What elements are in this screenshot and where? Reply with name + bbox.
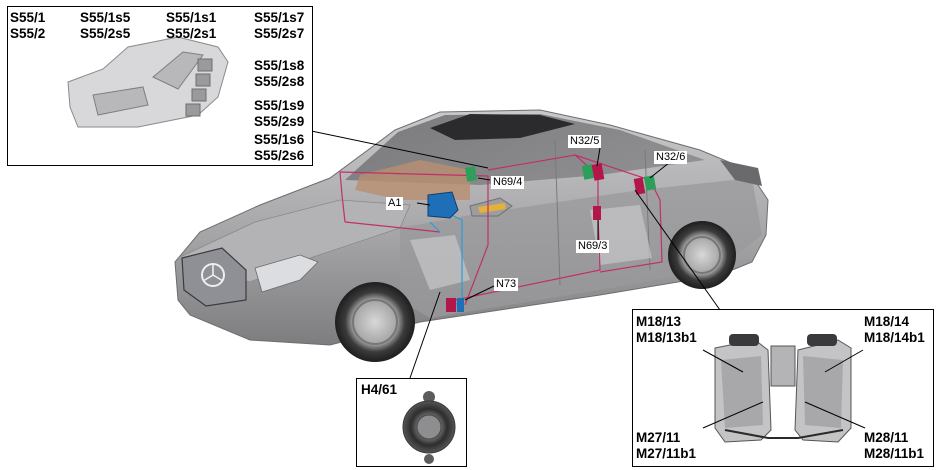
label-s55-2s9: S55/2s9 — [254, 114, 305, 129]
label-s55-1s7: S55/1s7 — [254, 10, 305, 25]
label-m27-11b1: M27/11b1 — [636, 446, 697, 461]
callout-n32-6: N32/6 — [654, 151, 688, 164]
label-s55-1s9: S55/1s9 — [254, 98, 305, 113]
n32-5-red — [591, 163, 605, 181]
front-wheel — [335, 282, 415, 362]
a1-display-module — [427, 191, 459, 219]
callout-n69-4: N69/4 — [491, 176, 525, 189]
n32-5-green — [581, 164, 595, 180]
label-m18-14: M18/14 — [864, 314, 910, 329]
seat-switch-panel-drawing — [67, 36, 229, 128]
callout-a1: A1 — [386, 197, 404, 210]
label-s55-2s6: S55/2s6 — [254, 148, 305, 163]
callout-n32-5: N32/5 — [568, 135, 602, 148]
n32-6-green — [643, 175, 657, 191]
label-m28-11b1: M28/11b1 — [864, 446, 925, 461]
label-m18-14b1: M18/14b1 — [864, 330, 925, 345]
n32-6-red — [633, 177, 646, 195]
rear-seat-drawing — [702, 334, 866, 443]
label-s55-1: S55/1 — [10, 10, 46, 25]
rear-wheel — [668, 221, 736, 289]
label-m18-13: M18/13 — [636, 314, 682, 329]
n69-3-module — [593, 206, 601, 220]
n69-4-module — [464, 166, 478, 182]
speaker-drawing — [402, 391, 456, 464]
callout-n69-3: N69/3 — [576, 240, 610, 253]
label-m18-13b1: M18/13b1 — [636, 330, 697, 345]
seat-switch-inset: S55/1 S55/2 S55/1s5 S55/2s5 S55/1s1 S55/… — [7, 6, 313, 166]
label-s55-1s1: S55/1s1 — [166, 10, 217, 25]
rear-seat-inset: M18/13 M18/13b1 M18/14 M18/14b1 M27/11 M… — [632, 309, 934, 467]
callout-n73: N73 — [494, 278, 519, 291]
label-s55-2s8: S55/2s8 — [254, 74, 305, 89]
speaker-inset: H4/61 — [356, 378, 467, 467]
label-m28-11: M28/11 — [864, 430, 909, 445]
label-s55-1s8: S55/1s8 — [254, 58, 305, 73]
car-body — [174, 109, 769, 362]
label-s55-1s5: S55/1s5 — [80, 10, 131, 25]
label-m27-11: M27/11 — [636, 430, 681, 445]
n73-module — [446, 298, 456, 312]
label-h4-61: H4/61 — [361, 382, 398, 397]
label-s55-2s1: S55/2s1 — [166, 26, 217, 41]
label-s55-2s7: S55/2s7 — [254, 26, 305, 41]
label-s55-2s5: S55/2s5 — [80, 26, 131, 41]
label-s55-2: S55/2 — [10, 26, 46, 41]
label-s55-1s6: S55/1s6 — [254, 132, 305, 147]
